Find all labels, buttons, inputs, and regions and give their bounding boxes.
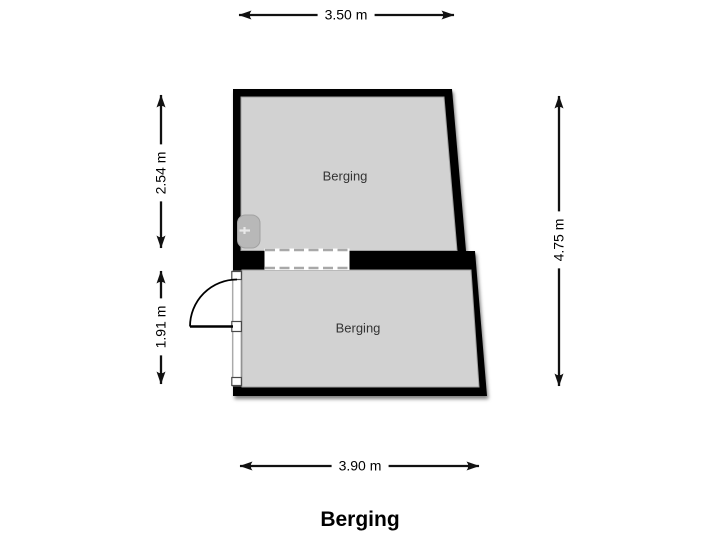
passage-opening-fill: [264, 248, 350, 270]
frame-post-top: [231, 270, 243, 281]
dimension-label-lower-left: 1.91 m: [151, 298, 171, 356]
lower-room-floor: [241, 269, 480, 388]
dimension-label-upper-left: 2.54 m: [151, 144, 171, 202]
passage-opening: [264, 248, 350, 270]
door-swing-arc: [189, 278, 238, 327]
dimension-label-bottom: 3.90 m: [331, 456, 389, 476]
room-label-upper: Berging: [322, 168, 368, 184]
dimension-label-right: 4.75 m: [549, 211, 569, 269]
upper-room-floor: [240, 96, 458, 251]
plan-title: Berging: [320, 508, 400, 531]
room-label-lower: Berging: [335, 320, 381, 336]
dimension-label-top: 3.50 m: [317, 5, 375, 25]
left-door-window-frame: [231, 270, 243, 387]
boiler-icon: [237, 214, 261, 249]
frame-post-middle: [231, 320, 243, 333]
frame-post-bottom: [231, 376, 243, 387]
